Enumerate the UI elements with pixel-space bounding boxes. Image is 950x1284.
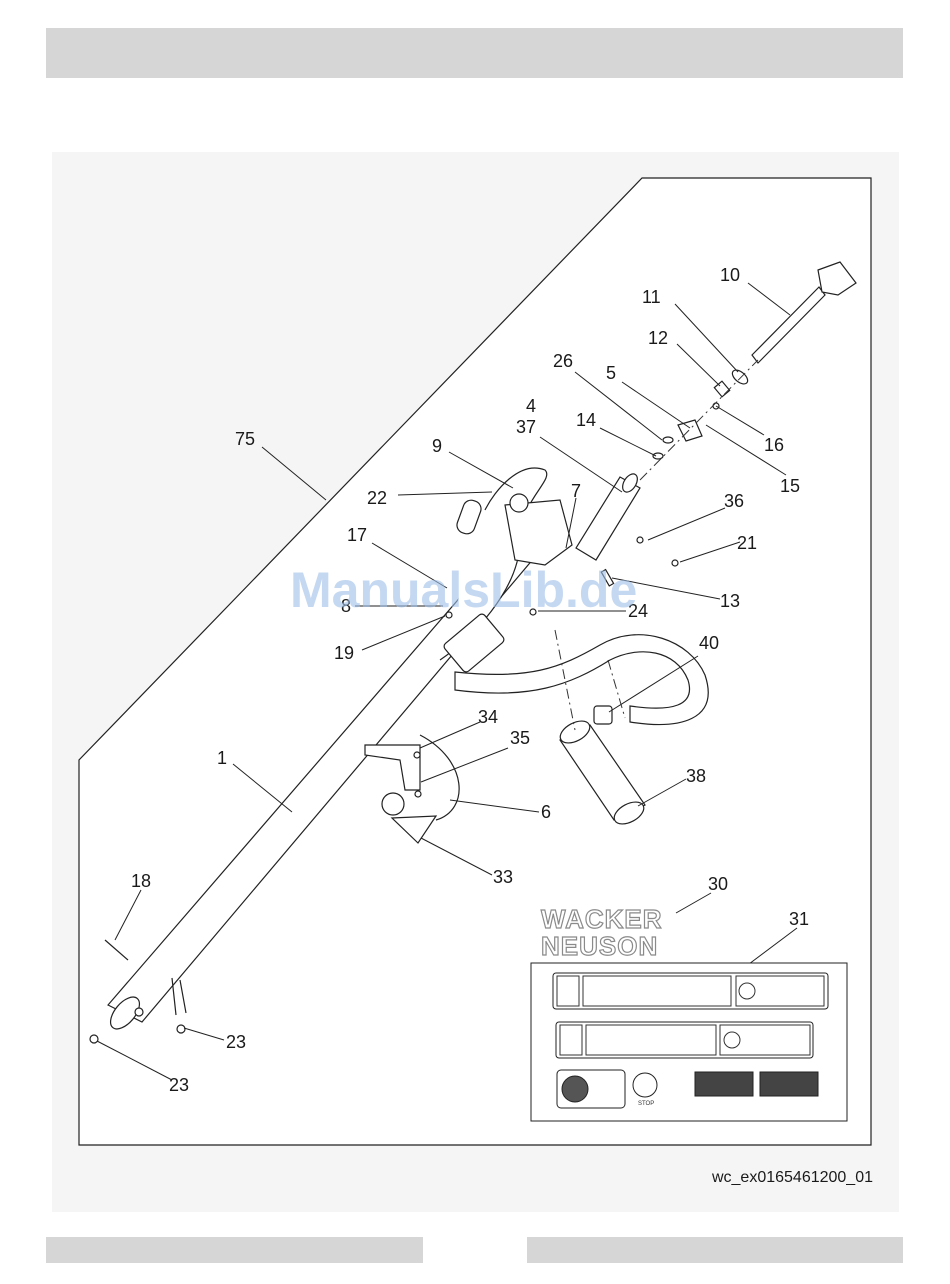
callout-13: 13 [720, 591, 740, 611]
callout-40: 40 [699, 633, 719, 653]
callout-15: 15 [780, 476, 800, 496]
callout-19: 19 [334, 643, 354, 663]
callout-16: 16 [764, 435, 784, 455]
callout-38: 38 [686, 766, 706, 786]
callout-6: 6 [541, 802, 551, 822]
callout-7: 7 [571, 481, 581, 501]
callout-18: 18 [131, 871, 151, 891]
callout-11: 11 [642, 287, 661, 307]
callout-9: 9 [432, 436, 442, 456]
callout-21: 21 [737, 533, 757, 553]
callout-17: 17 [347, 525, 367, 545]
callout-23-upper: 23 [226, 1032, 246, 1052]
callout-37: 37 [516, 417, 536, 437]
svg-text:WACKER: WACKER [541, 904, 663, 934]
callout-33: 33 [493, 867, 513, 887]
callout-1: 1 [217, 748, 227, 768]
callout-75: 75 [235, 429, 255, 449]
svg-text:NEUSON: NEUSON [541, 931, 658, 961]
callout-34: 34 [478, 707, 498, 727]
callout-12: 12 [648, 328, 668, 348]
watermark: ManualsLib.de [290, 562, 637, 618]
callout-5: 5 [606, 363, 616, 383]
callout-36: 36 [724, 491, 744, 511]
decal-stop-text: STOP [638, 1101, 654, 1107]
callout-10: 10 [720, 265, 740, 285]
decal-sheet [531, 963, 847, 1121]
callout-14: 14 [576, 410, 596, 430]
callout-31: 31 [789, 909, 809, 929]
callout-23-lower: 23 [169, 1075, 189, 1095]
figure-reference: wc_ex0165461200_01 [711, 1169, 873, 1186]
callout-26: 26 [553, 351, 573, 371]
callout-22: 22 [367, 488, 387, 508]
brand-logo: WACKER NEUSON [541, 904, 663, 961]
svg-text:STOP: STOP [638, 1101, 654, 1107]
callout-35: 35 [510, 728, 530, 748]
callout-4: 4 [526, 396, 536, 416]
callout-30: 30 [708, 874, 728, 894]
